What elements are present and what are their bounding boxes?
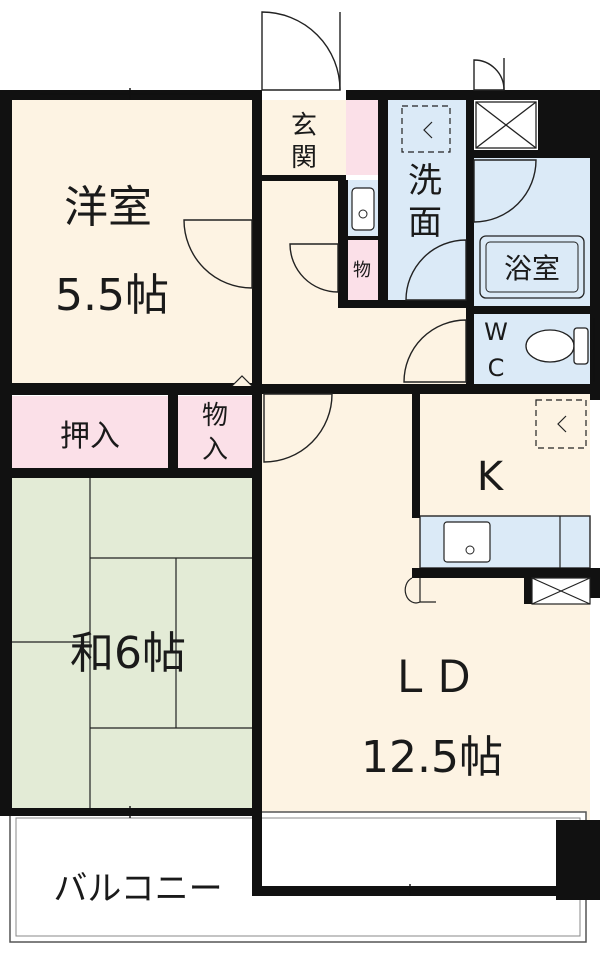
vent-cross-icon xyxy=(475,101,537,149)
counter-end-arc xyxy=(404,577,421,604)
balcony-label: バルコニー xyxy=(53,869,222,909)
fixtures xyxy=(231,101,591,605)
japanese-room-floor xyxy=(12,478,252,808)
washing-machine-icon xyxy=(401,105,451,153)
kitchen-name: K xyxy=(477,454,505,500)
arrow-up-icon xyxy=(231,375,253,387)
windows xyxy=(40,88,595,896)
bathtub-inner-icon xyxy=(485,241,579,293)
wall xyxy=(338,180,348,306)
toilet-tank-icon xyxy=(573,327,589,365)
wall xyxy=(168,395,178,475)
wall xyxy=(0,383,262,395)
wall xyxy=(412,568,600,578)
small-storage-label: 物 xyxy=(353,260,371,281)
wall xyxy=(474,90,538,100)
japanese-room-name: 和6帖 xyxy=(70,628,186,679)
wall xyxy=(0,90,262,100)
wall xyxy=(590,568,600,598)
toilet-bowl-icon xyxy=(525,329,575,363)
doors xyxy=(183,11,537,463)
small-storage-floor xyxy=(346,238,378,300)
wall xyxy=(262,384,600,394)
wall xyxy=(252,100,262,396)
wall xyxy=(474,306,600,314)
kitchen-floor xyxy=(420,394,590,516)
sink-icon xyxy=(351,187,375,231)
western-room-size: 5.5帖 xyxy=(55,270,169,321)
washroom-label-1: 洗 xyxy=(408,161,442,201)
living-room-size: 12.5帖 xyxy=(361,732,503,783)
living-door xyxy=(263,393,333,463)
bathtub-icon xyxy=(479,235,585,299)
washroom-label-2: 面 xyxy=(408,203,442,243)
washroom-door xyxy=(405,239,467,301)
wall xyxy=(252,886,600,896)
wc-label-2: C xyxy=(488,354,505,382)
mono-closet-label-1: 物 xyxy=(202,401,228,431)
chevron-left-icon xyxy=(557,415,567,433)
wall xyxy=(590,150,600,400)
balcony-outline xyxy=(9,811,587,943)
western-door xyxy=(183,219,253,289)
bath-exterior-door xyxy=(473,59,505,91)
wall xyxy=(0,90,12,812)
wall xyxy=(252,395,262,895)
fridge-icon xyxy=(535,399,587,449)
wall xyxy=(378,90,388,306)
balcony xyxy=(9,811,587,943)
sink-drain-icon xyxy=(358,209,368,219)
tatami-lines xyxy=(12,478,252,808)
kitchen-sink-icon xyxy=(443,521,491,563)
entrance-label-2: 関 xyxy=(291,143,317,173)
kitchen-drain-icon xyxy=(465,545,475,555)
wall xyxy=(346,236,378,240)
mono-closet-label-2: 入 xyxy=(202,435,228,465)
storage-door xyxy=(289,243,339,293)
wall xyxy=(0,468,262,478)
wall xyxy=(262,175,346,181)
wall xyxy=(412,394,420,518)
wall xyxy=(524,578,532,604)
bath-door xyxy=(473,159,537,223)
entrance-floor xyxy=(262,100,346,175)
labels: 洋室 5.5帖 和6帖 ＬＤ 12.5帖 K 玄 関 洗 面 浴室 W C 物 … xyxy=(53,111,560,909)
mono-closet-floor xyxy=(178,396,252,468)
chevron-left-icon xyxy=(423,121,433,139)
shoe-box xyxy=(346,100,378,175)
oshiire-floor xyxy=(12,396,168,468)
wc-label-1: W xyxy=(484,318,508,346)
wall xyxy=(474,150,590,158)
wall xyxy=(346,90,474,100)
wall xyxy=(338,300,466,308)
living-room-name: ＬＤ xyxy=(388,652,476,703)
entrance-door xyxy=(261,11,341,91)
wall xyxy=(538,90,600,158)
wall xyxy=(466,90,474,390)
western-room-name: 洋室 xyxy=(64,182,152,233)
oshiire-label: 押入 xyxy=(60,419,120,454)
entrance-label-1: 玄 xyxy=(291,111,317,141)
vent-cross-icon xyxy=(531,577,591,605)
wc-door xyxy=(403,319,467,383)
bath-label: 浴室 xyxy=(504,252,560,285)
